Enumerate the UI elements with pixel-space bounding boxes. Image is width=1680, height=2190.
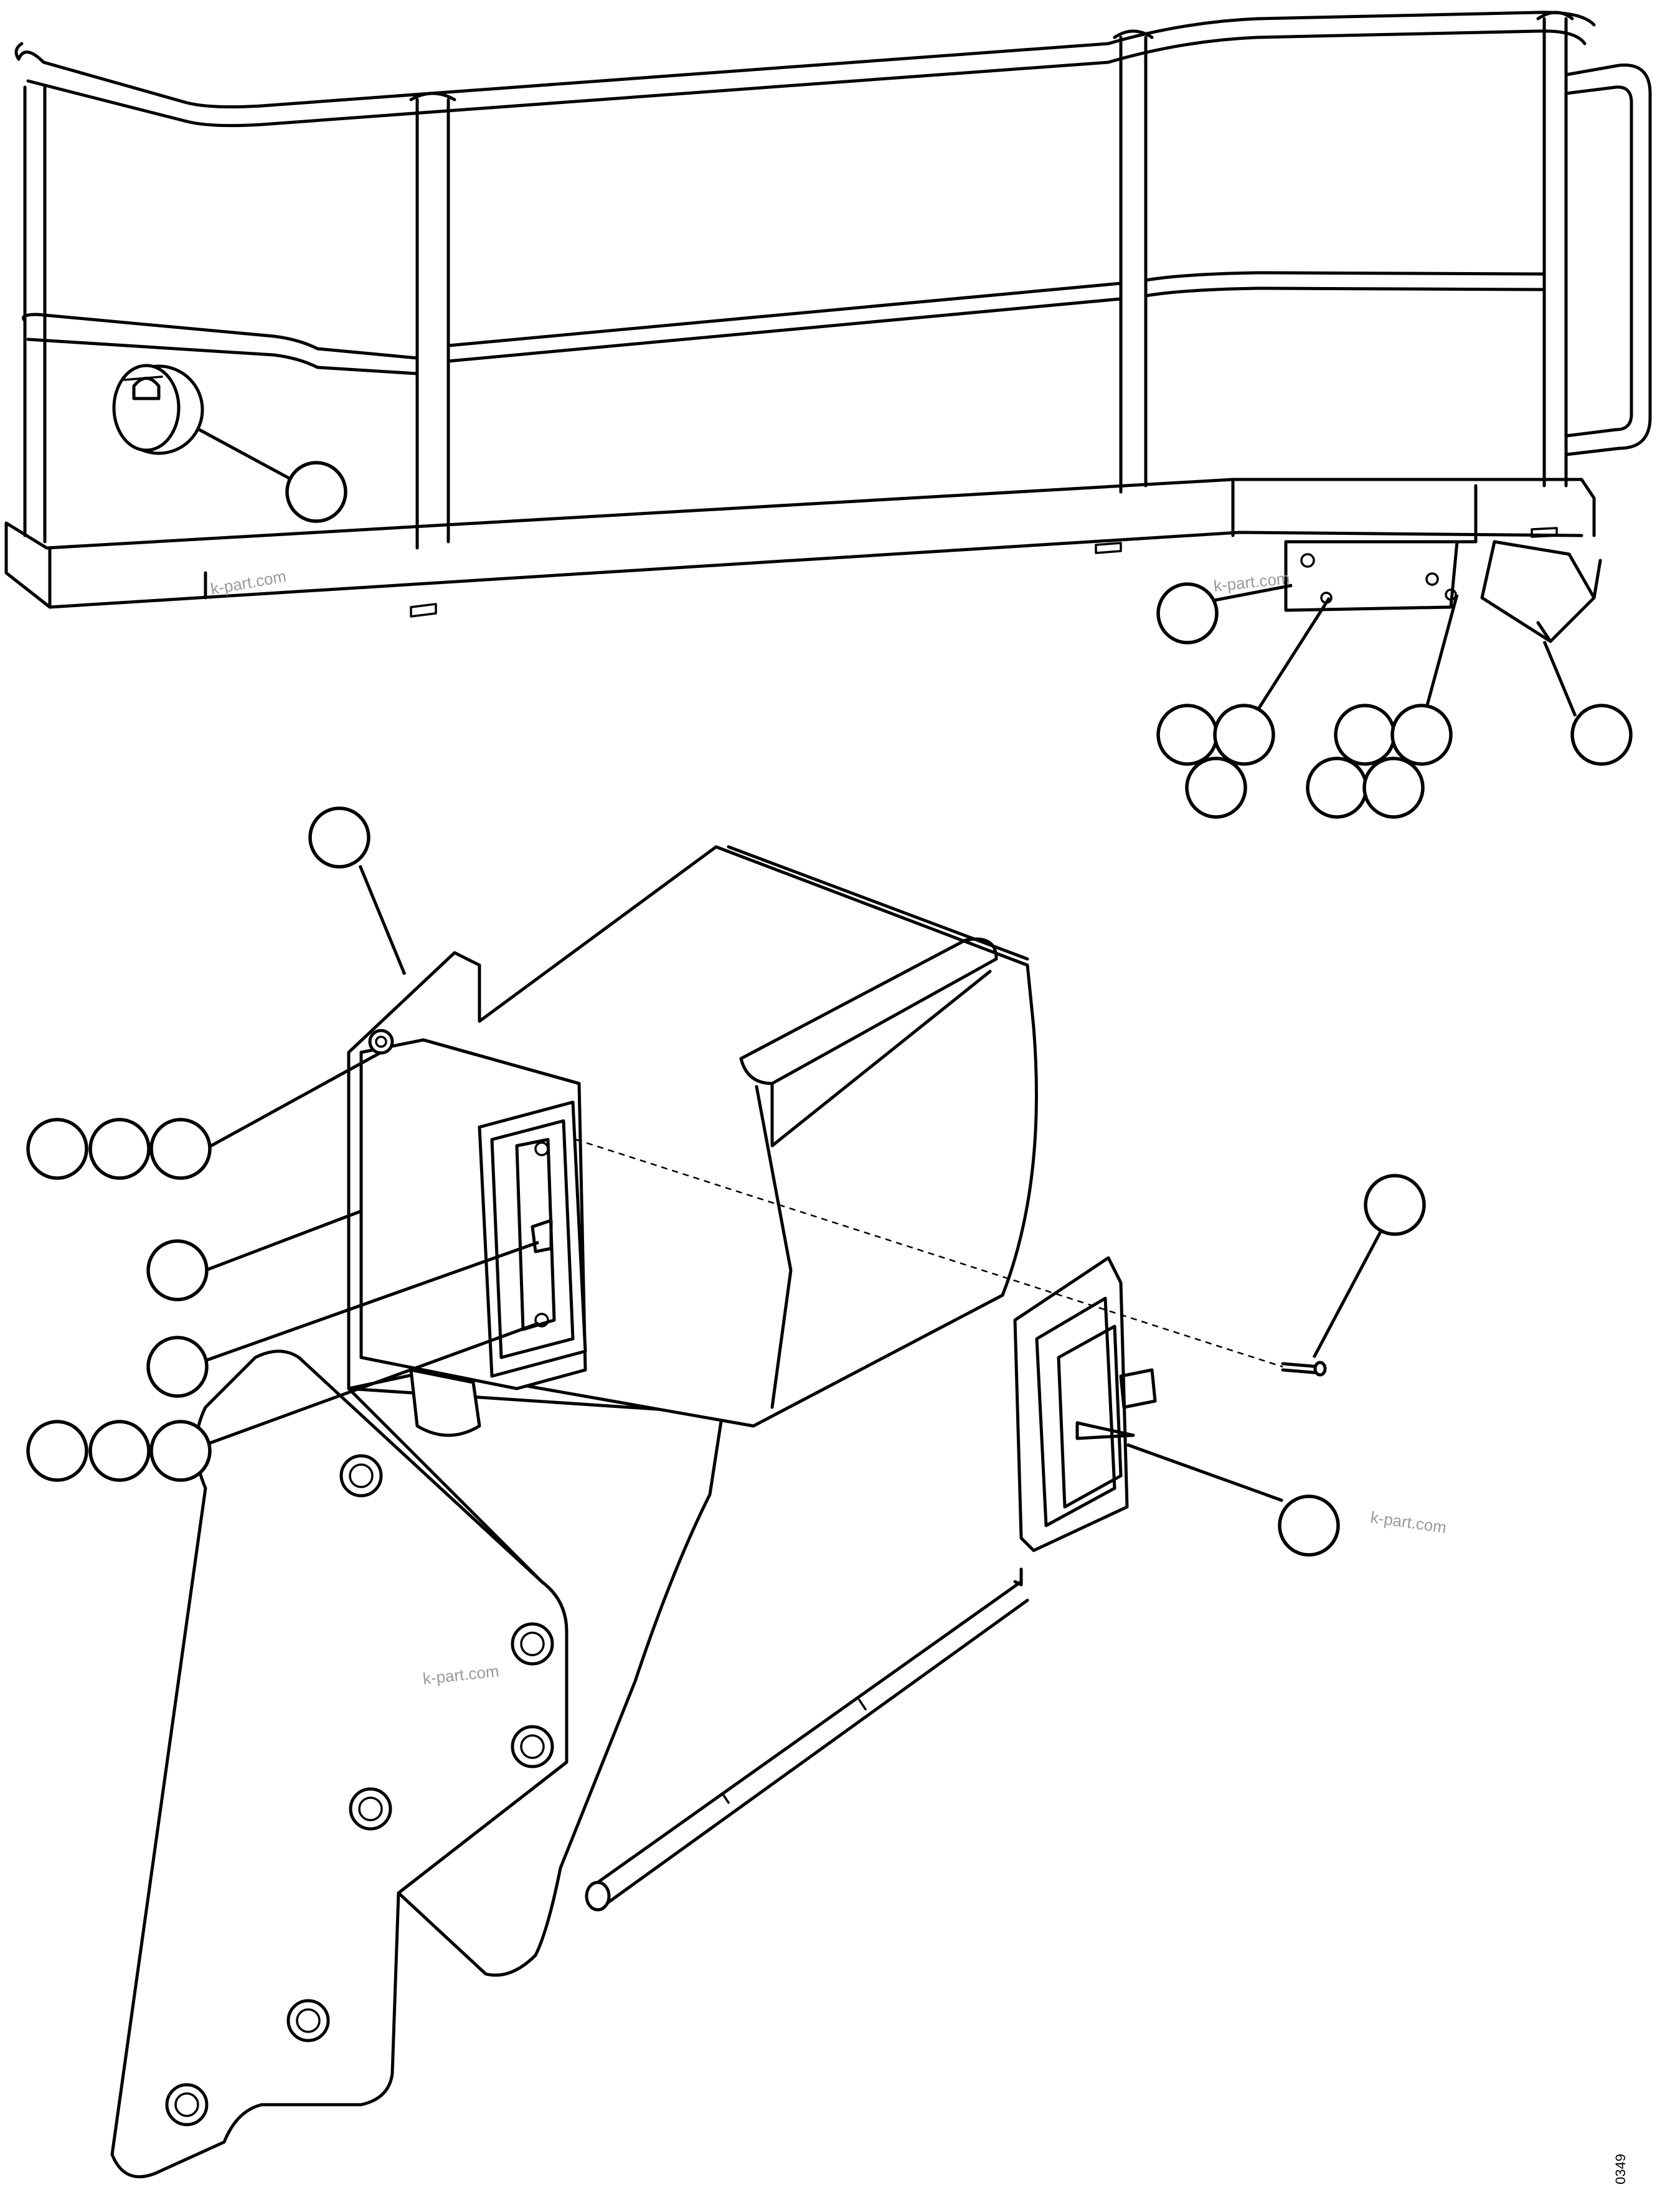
- platform-basket: [4, 11, 1652, 643]
- callout-circle: [1156, 582, 1219, 644]
- mounting-bolts: [165, 1454, 554, 2126]
- watermark-text: k-part.com: [1212, 569, 1290, 595]
- callout-circle: [1570, 704, 1633, 766]
- callout-circle: [1306, 757, 1368, 819]
- watermark-text: k-part.com: [1369, 1508, 1448, 1537]
- drawing-code: 0349: [1613, 2154, 1628, 2184]
- callout-circles: [26, 461, 1633, 1557]
- callout-circle: [88, 1420, 151, 1482]
- callout-circle: [149, 1420, 212, 1482]
- callout-circle: [146, 1239, 209, 1301]
- callout-circle: [285, 461, 347, 523]
- callout-circle: [1334, 704, 1396, 766]
- callout-circle: [26, 1118, 88, 1180]
- callout-circle: [146, 1336, 209, 1398]
- callout-circle: [1390, 704, 1453, 766]
- callout-circle: [149, 1118, 212, 1180]
- control-box-assembly: [110, 845, 1327, 2179]
- callout-circle: [1213, 704, 1275, 766]
- callout-circle: [88, 1118, 151, 1180]
- callout-circle: [1278, 1494, 1340, 1557]
- callout-circle: [1185, 757, 1247, 819]
- callout-circle: [1364, 1174, 1426, 1236]
- callout-circle: [26, 1420, 88, 1482]
- callout-circle: [308, 806, 370, 869]
- callout-circle: [1156, 704, 1219, 766]
- callout-circle: [1362, 757, 1425, 819]
